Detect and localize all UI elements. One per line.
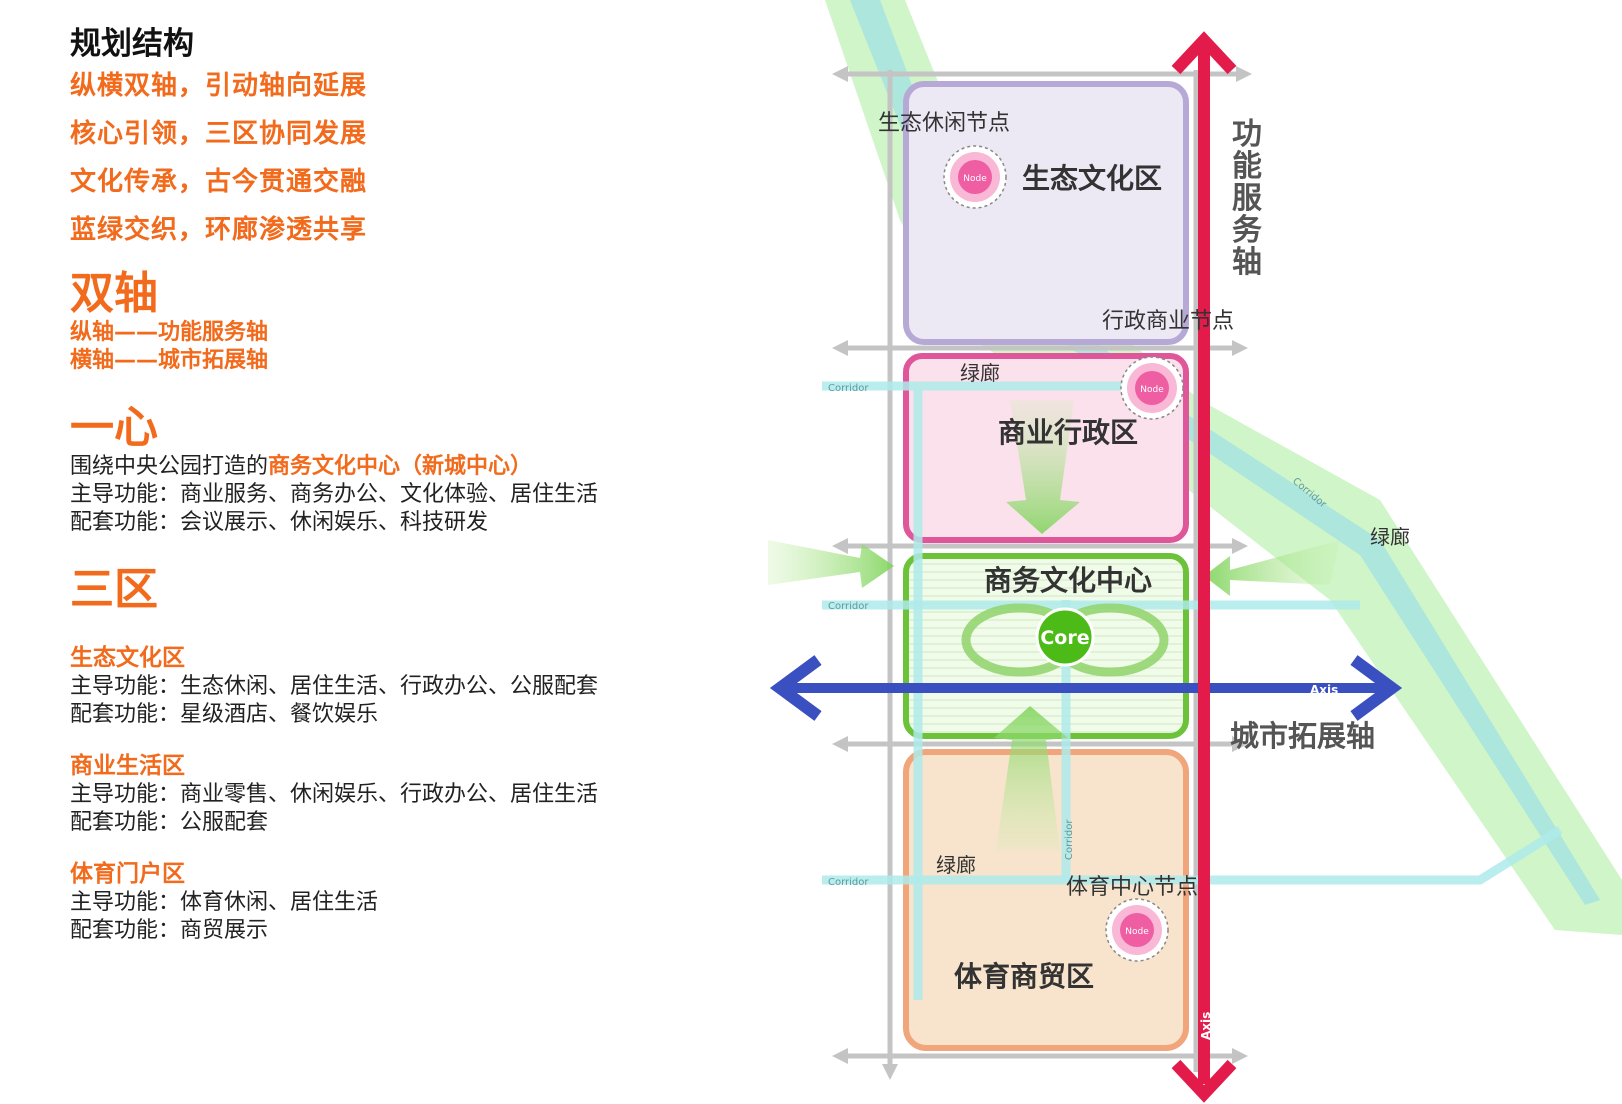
admin-node (1120, 356, 1184, 420)
vertical-axis-name-char: 服 (1232, 181, 1263, 216)
slogan-1: 纵横双轴，引动轴向延展 (70, 71, 368, 101)
core-circle (1035, 607, 1095, 667)
core-main-function: 主导功能：商业服务、商务办公、文化体验、居住生活 (70, 482, 599, 507)
core-intro-prefix: 围绕中央公园打造的 (70, 454, 269, 479)
horizontal-axis-tag: Axis (1310, 683, 1338, 697)
flow-arrow-down (1006, 400, 1080, 534)
slogan-3: 文化传承，古今贯通交融 (70, 167, 368, 197)
zone-1-support: 配套功能：星级酒店、餐饮娱乐 (70, 702, 379, 727)
flow-arrow-left (1204, 540, 1340, 596)
sports-node-tag: Node (1125, 927, 1149, 937)
core-intro-highlight: 商务文化中心（新城中心） (268, 454, 533, 479)
eco-node (943, 145, 1007, 209)
core-heading: 一心 (70, 402, 158, 453)
zone-3-name: 体育门户区 (70, 861, 185, 887)
blue-river (850, 0, 1600, 905)
eco-node-label: 生态休闲节点 (878, 111, 1010, 136)
center-zone-label: 商务文化中心 (984, 564, 1152, 597)
horizontal-axis (769, 655, 1403, 721)
sports-zone-label: 体育商贸区 (954, 960, 1094, 993)
vertical-axis-name-char: 能 (1232, 149, 1262, 184)
zone-1-name: 生态文化区 (70, 645, 185, 671)
corridor-tag-1: Corridor (828, 383, 869, 394)
page-title: 规划结构 (70, 26, 194, 62)
core-tag: Core (1040, 627, 1089, 649)
core-intro: 围绕中央公园打造的商务文化中心（新城中心） (70, 453, 710, 481)
flow-arrow-right (768, 540, 894, 588)
axes-heading: 双轴 (70, 268, 158, 319)
zone-2-name: 商业生活区 (70, 753, 185, 779)
zone-3-support: 配套功能：商贸展示 (70, 918, 269, 943)
admin-node-label: 行政商业节点 (1102, 309, 1234, 334)
vertical-axis (1171, 31, 1237, 1103)
road-grid (840, 70, 1245, 1072)
vertical-axis-line: 纵轴——功能服务轴 (70, 320, 269, 345)
green-belt (825, 0, 1622, 935)
core-support-function: 配套功能：会议展示、休闲娱乐、科技研发 (70, 510, 489, 535)
zone-1-main: 主导功能：生态休闲、居住生活、行政办公、公服配套 (70, 674, 599, 699)
green-corridor-label-1: 绿廊 (960, 361, 1000, 385)
sports-node-label: 体育中心节点 (1066, 875, 1198, 900)
green-corridor-label-3: 绿廊 (936, 853, 976, 877)
vertical-axis-name-char: 功 (1232, 117, 1262, 152)
eco-zone-label: 生态文化区 (1022, 162, 1162, 195)
horizontal-axis-line: 横轴——城市拓展轴 (70, 348, 269, 373)
corridor-tag-4: Corridor (1064, 819, 1075, 860)
corridor-tag-3: Corridor (828, 877, 869, 888)
horizontal-axis-name: 城市拓展轴 (1230, 719, 1375, 753)
green-corridor-label-2: 绿廊 (1370, 525, 1410, 549)
sports-node (1105, 898, 1169, 962)
vertical-axis-name-char: 务 (1232, 213, 1262, 248)
slogan-4: 蓝绿交织，环廊渗透共享 (70, 215, 368, 245)
vertical-axis-name-char: 轴 (1232, 245, 1262, 280)
vertical-axis-name: 功 能 服 务 轴 (1232, 117, 1263, 280)
road-arrowheads (832, 66, 1252, 1080)
admin-node-tag: Node (1140, 385, 1164, 395)
corridor-tag-2: Corridor (828, 601, 869, 612)
zones-heading: 三区 (70, 564, 158, 615)
structure-text-panel: 规划结构 纵横双轴，引动轴向延展 核心引领，三区协同发展 文化传承，古今贯通交融… (70, 18, 710, 945)
eco-node-tag: Node (963, 174, 987, 184)
commerce-zone-label: 商业行政区 (998, 416, 1138, 449)
flow-arrow-up (994, 706, 1068, 850)
vertical-axis-tag: Axis (1199, 1012, 1213, 1040)
zone-3-main: 主导功能：体育休闲、居住生活 (70, 890, 379, 915)
zone-2-support: 配套功能：公服配套 (70, 810, 269, 835)
slogan-2: 核心引领，三区协同发展 (70, 119, 368, 149)
zone-2-main: 主导功能：商业零售、休闲娱乐、行政办公、居住生活 (70, 782, 599, 807)
